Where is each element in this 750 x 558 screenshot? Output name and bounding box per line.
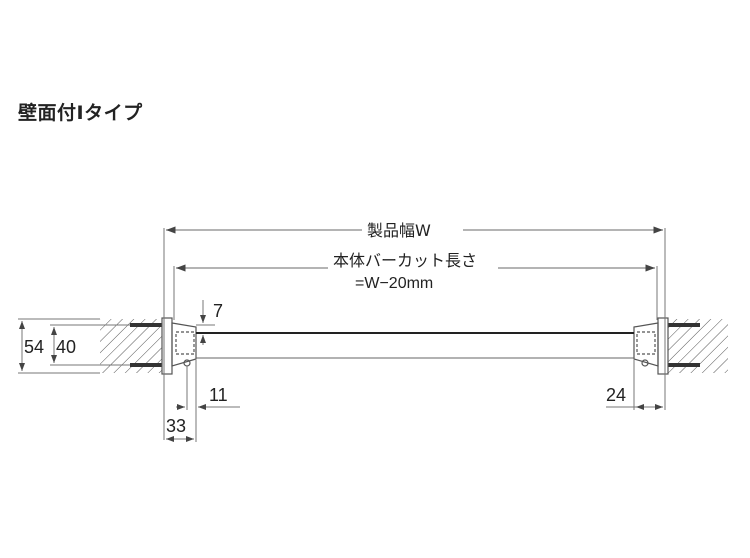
dim-11-lines: [176, 360, 240, 410]
dim-11: 11: [209, 385, 228, 405]
dim-33-lines: [166, 410, 197, 442]
label-product-width: 製品幅W: [367, 221, 431, 240]
dim-7-lines: [196, 300, 215, 345]
dim-7: 7: [213, 301, 223, 321]
left-bracket: [161, 317, 197, 375]
dim-24: 24: [606, 385, 626, 405]
right-bracket: [633, 317, 669, 375]
dim-54: 54: [24, 337, 44, 357]
left-screws: [130, 323, 162, 367]
dim-40: 40: [56, 337, 76, 357]
dim-24-lines: [606, 360, 663, 410]
main-bar: [196, 332, 634, 359]
extension-lines: [163, 228, 666, 440]
right-screws: [668, 323, 700, 367]
diagram-title: 壁面付Iタイプ: [18, 102, 143, 124]
dim-33: 33: [166, 416, 186, 436]
label-cut-length-formula: =W−20mm: [355, 275, 433, 292]
label-cut-length: 本体バーカット長さ: [333, 251, 477, 270]
